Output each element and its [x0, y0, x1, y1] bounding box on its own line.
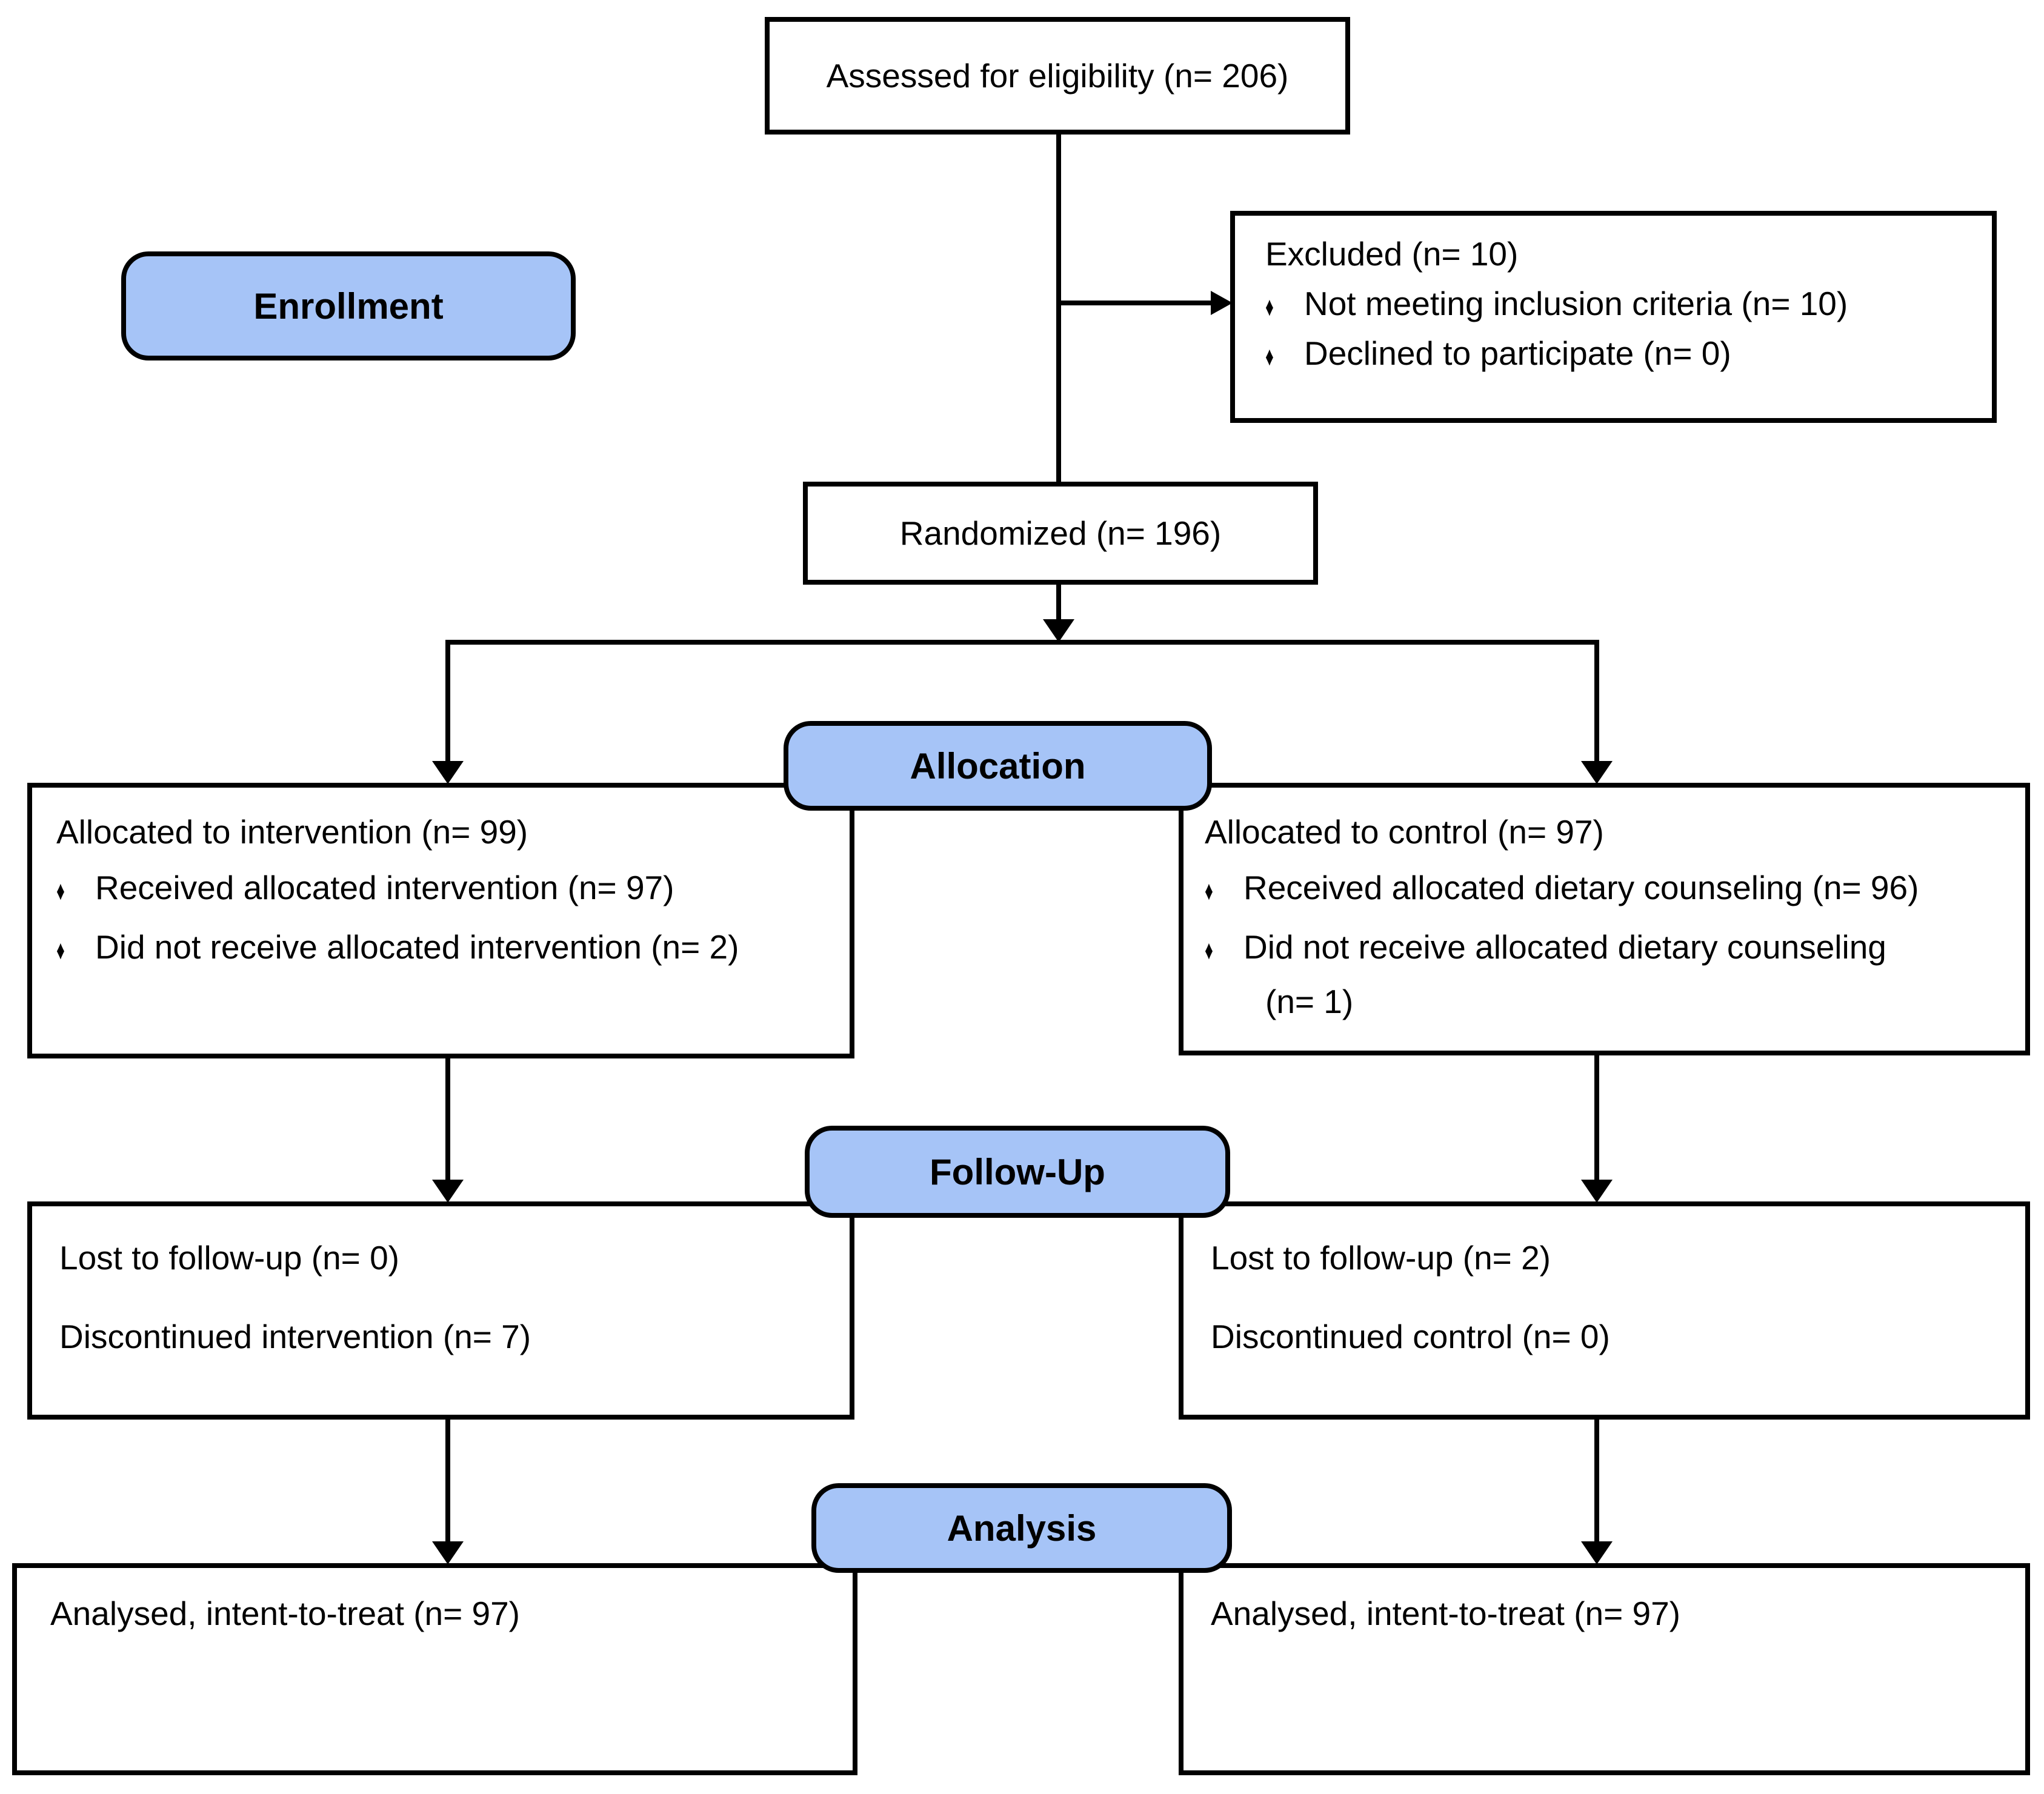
- arrowhead-excluded-icon: [1211, 291, 1233, 315]
- connector-fu-analysis-right: [1594, 1418, 1599, 1543]
- enrollment-stage-label: Enrollment: [121, 251, 576, 360]
- analysis-intervention-box: Analysed, intent-to-treat (n= 97): [12, 1563, 857, 1775]
- excluded-bullet-1: ♦ Not meeting inclusion criteria (n= 10): [1265, 284, 1974, 327]
- connector-fu-analysis-left: [445, 1418, 450, 1543]
- excluded-bullet-2-text: Declined to participate (n= 0): [1304, 334, 1731, 372]
- connector-split-bar: [445, 640, 1599, 645]
- enrollment-stage-text: Enrollment: [253, 285, 444, 327]
- arrowhead-split-icon: [1043, 619, 1074, 642]
- allocation-intervention-title: Allocated to intervention (n= 99): [56, 813, 528, 851]
- arrowhead-alloc-right-icon: [1581, 761, 1613, 784]
- assessed-eligibility-box: Assessed for eligibility (n= 206): [765, 17, 1350, 135]
- followup-control-line-2: Discontinued control (n= 0): [1211, 1318, 1610, 1355]
- bullet-diamond-icon: ♦: [1205, 935, 1213, 965]
- analysis-stage-label: Analysis: [811, 1483, 1232, 1573]
- excluded-box: Excluded (n= 10) ♦ Not meeting inclusion…: [1230, 211, 1997, 423]
- allocation-control-title: Allocated to control (n= 97): [1205, 813, 1604, 851]
- allocation-stage-text: Allocation: [910, 745, 1086, 786]
- followup-intervention-line-1: Lost to follow-up (n= 0): [59, 1239, 399, 1277]
- connector-split-alloc-right: [1594, 642, 1599, 762]
- excluded-bullet-1-text: Not meeting inclusion criteria (n= 10): [1304, 285, 1848, 322]
- analysis-control-text: Analysed, intent-to-treat (n= 97): [1211, 1595, 1680, 1632]
- allocation-stage-label: Allocation: [784, 721, 1212, 811]
- bullet-diamond-icon: ♦: [1265, 342, 1274, 371]
- randomized-box: Randomized (n= 196): [803, 482, 1318, 585]
- randomized-text: Randomized (n= 196): [899, 514, 1222, 552]
- followup-stage-label: Follow-Up: [805, 1126, 1230, 1218]
- arrowhead-analysis-right-icon: [1581, 1541, 1613, 1564]
- connector-assessed-randomized: [1056, 132, 1061, 485]
- connector-randomized-split: [1056, 582, 1061, 620]
- connector-split-alloc-left: [445, 642, 450, 762]
- followup-intervention-box: Lost to follow-up (n= 0) Discontinued in…: [27, 1201, 854, 1420]
- arrowhead-fu-right-icon: [1581, 1180, 1613, 1203]
- analysis-control-box: Analysed, intent-to-treat (n= 97): [1179, 1563, 2030, 1775]
- allocation-intervention-bullet-1-text: Received allocated intervention (n= 97): [95, 869, 674, 906]
- followup-control-line-1: Lost to follow-up (n= 2): [1211, 1239, 1551, 1277]
- allocation-intervention-bullet-2: ♦ Did not receive allocated intervention…: [56, 927, 837, 971]
- connector-alloc-fu-left: [445, 1057, 450, 1181]
- bullet-diamond-icon: ♦: [56, 935, 65, 965]
- allocation-intervention-bullet-1: ♦ Received allocated intervention (n= 97…: [56, 868, 837, 911]
- allocation-control-bullet-1: ♦ Received allocated dietary counseling …: [1205, 868, 2013, 911]
- connector-excluded-branch: [1056, 301, 1213, 305]
- arrowhead-analysis-left-icon: [432, 1541, 464, 1564]
- bullet-diamond-icon: ♦: [56, 876, 65, 906]
- assessed-eligibility-text: Assessed for eligibility (n= 206): [826, 57, 1289, 95]
- allocation-control-bullet-1-text: Received allocated dietary counseling (n…: [1243, 869, 1919, 906]
- arrowhead-alloc-left-icon: [432, 761, 464, 784]
- allocation-control-box: Allocated to control (n= 97) ♦ Received …: [1179, 783, 2030, 1055]
- allocation-control-bullet-2-text: Did not receive allocated dietary counse…: [1243, 928, 1886, 966]
- connector-alloc-fu-right: [1594, 1054, 1599, 1181]
- followup-control-box: Lost to follow-up (n= 2) Discontinued co…: [1179, 1201, 2030, 1420]
- followup-intervention-line-2: Discontinued intervention (n= 7): [59, 1318, 531, 1355]
- followup-stage-text: Follow-Up: [930, 1151, 1105, 1192]
- allocation-control-bullet-2: ♦ Did not receive allocated dietary coun…: [1205, 927, 2013, 971]
- bullet-diamond-icon: ♦: [1205, 876, 1213, 906]
- bullet-diamond-icon: ♦: [1265, 292, 1274, 322]
- analysis-stage-text: Analysis: [947, 1507, 1097, 1549]
- excluded-title: Excluded (n= 10): [1265, 235, 1519, 273]
- analysis-intervention-text: Analysed, intent-to-treat (n= 97): [50, 1595, 520, 1632]
- allocation-control-continuation: (n= 1): [1265, 983, 1354, 1020]
- allocation-intervention-box: Allocated to intervention (n= 99) ♦ Rece…: [27, 783, 854, 1058]
- allocation-intervention-bullet-2-text: Did not receive allocated intervention (…: [95, 928, 739, 966]
- arrowhead-fu-left-icon: [432, 1180, 464, 1203]
- excluded-bullet-2: ♦ Declined to participate (n= 0): [1265, 333, 1974, 377]
